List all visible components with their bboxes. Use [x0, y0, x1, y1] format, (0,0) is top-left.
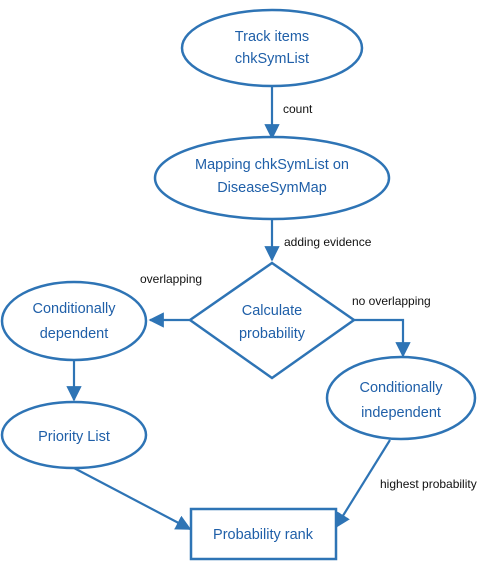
node-independent-line1: Conditionally: [359, 380, 443, 396]
node-dependent-line2: dependent: [40, 326, 109, 342]
edge-label-highest-probability: highest probability: [380, 477, 477, 491]
node-dependent-line1: Conditionally: [32, 301, 116, 317]
node-mapping-line2: DiseaseSymMap: [217, 180, 327, 196]
node-independent-line2: independent: [361, 405, 441, 421]
edge-label-adding-evidence: adding evidence: [284, 235, 372, 249]
arrow-priority-to-rank: [73, 467, 192, 530]
node-probability-rank: Probability rank: [189, 507, 338, 561]
edge-label-count: count: [283, 102, 313, 116]
node-calculate-probability: Calculate probability: [187, 261, 357, 380]
arrow-calculate-to-independent: [352, 318, 411, 358]
node-track-items-line2: chkSymList: [235, 51, 309, 67]
node-priority-list-label: Priority List: [38, 429, 110, 445]
node-probability-rank-label: Probability rank: [213, 527, 314, 543]
node-calculate-line1: Calculate: [242, 303, 302, 319]
node-conditionally-independent: Conditionally independent: [325, 355, 477, 441]
node-track-items-line1: Track items: [235, 29, 309, 45]
edge-label-no-overlapping: no overlapping: [352, 294, 431, 308]
node-mapping: Mapping chkSymList on DiseaseSymMap: [153, 135, 391, 221]
node-conditionally-dependent: Conditionally dependent: [0, 280, 148, 362]
node-track-items: Track items chkSymList: [180, 8, 364, 88]
arrow-independent-to-rank: [335, 439, 391, 529]
node-priority-list: Priority List: [0, 400, 148, 470]
node-calculate-line2: probability: [239, 326, 306, 342]
edge-label-overlapping: overlapping: [140, 272, 202, 286]
node-mapping-line1: Mapping chkSymList on: [195, 157, 349, 173]
